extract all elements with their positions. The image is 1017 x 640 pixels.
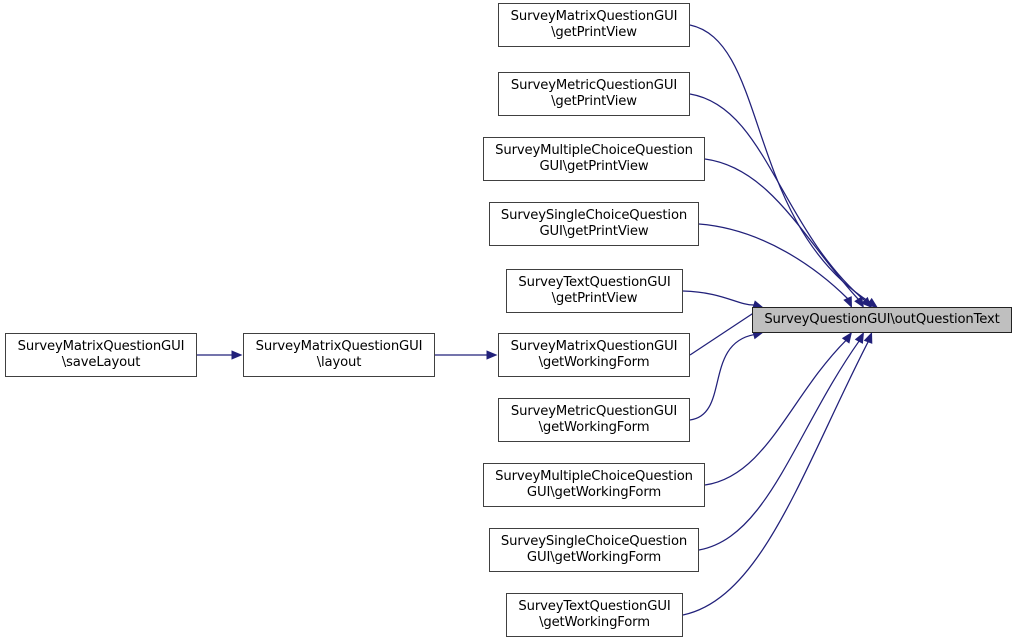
graph-node-label: SurveyMultipleChoiceQuestion GUI\getPrin… [495, 143, 693, 174]
graph-node-matrix_working[interactable]: SurveyMatrixQuestionGUI \getWorkingForm [498, 333, 690, 377]
graph-node-label: SurveyMatrixQuestionGUI \saveLayout [17, 339, 185, 370]
graph-edge-multiple_print-to-out_question_text [704, 158, 860, 301]
graph-node-label: SurveyMatrixQuestionGUI \getWorkingForm [510, 339, 678, 370]
graph-edge-matrix_working-to-out_question_text [689, 311, 756, 356]
graph-edge-single_print-to-out_question_text [698, 223, 849, 300]
graph-edge-save_layout-to-layout-arrowhead [231, 350, 243, 360]
graph-edge-multiple_working-to-out_question_text [704, 339, 847, 486]
graph-edge-text_working-to-out_question_text [682, 341, 869, 616]
graph-edge-multiple_working-to-out_question_text-arrowhead [841, 332, 852, 344]
graph-edge-metric_working-to-out_question_text [689, 333, 755, 421]
graph-edge-single_working-to-out_question_text [698, 340, 860, 551]
graph-edge-matrix_print-to-out_question_text [689, 24, 871, 303]
graph-node-single_print[interactable]: SurveySingleChoiceQuestion GUI\getPrintV… [489, 202, 699, 246]
graph-node-label: SurveyMatrixQuestionGUI \getPrintView [510, 9, 678, 40]
graph-node-multiple_working[interactable]: SurveyMultipleChoiceQuestion GUI\getWork… [483, 463, 705, 507]
graph-node-label: SurveyMultipleChoiceQuestion GUI\getWork… [495, 469, 693, 500]
graph-node-multiple_print[interactable]: SurveyMultipleChoiceQuestion GUI\getPrin… [483, 137, 705, 181]
graph-node-text_working[interactable]: SurveyTextQuestionGUI \getWorkingForm [506, 593, 683, 637]
graph-node-out_question_text[interactable]: SurveyQuestionGUI\outQuestionText [752, 307, 1012, 333]
graph-node-text_print[interactable]: SurveyTextQuestionGUI \getPrintView [506, 269, 683, 313]
graph-edge-metric_print-to-out_question_text [689, 93, 866, 302]
graph-node-label: SurveyQuestionGUI\outQuestionText [764, 312, 1000, 328]
graph-node-single_working[interactable]: SurveySingleChoiceQuestion GUI\getWorkin… [489, 528, 699, 572]
graph-node-label: SurveyMetricQuestionGUI \getPrintView [510, 78, 678, 109]
graph-edge-layout-to-matrix_working-arrowhead [486, 350, 498, 360]
graph-node-label: SurveyTextQuestionGUI \getWorkingForm [518, 599, 671, 630]
graph-edge-single_working-to-out_question_text-arrowhead [854, 332, 864, 344]
graph-node-layout[interactable]: SurveyMatrixQuestionGUI \layout [243, 333, 435, 377]
graph-node-label: SurveySingleChoiceQuestion GUI\getPrintV… [500, 208, 688, 239]
graph-node-label: SurveySingleChoiceQuestion GUI\getWorkin… [500, 534, 688, 565]
graph-node-label: SurveyMetricQuestionGUI \getWorkingForm [510, 404, 678, 435]
graph-node-save_layout[interactable]: SurveyMatrixQuestionGUI \saveLayout [5, 333, 197, 377]
graph-node-label: SurveyTextQuestionGUI \getPrintView [518, 275, 671, 306]
graph-node-metric_print[interactable]: SurveyMetricQuestionGUI \getPrintView [498, 72, 690, 116]
graph-node-matrix_print[interactable]: SurveyMatrixQuestionGUI \getPrintView [498, 3, 690, 47]
graph-edge-text_print-to-out_question_text [682, 290, 755, 306]
graph-node-label: SurveyMatrixQuestionGUI \layout [255, 339, 423, 370]
graph-node-metric_working[interactable]: SurveyMetricQuestionGUI \getWorkingForm [498, 398, 690, 442]
graph-edge-text_working-to-out_question_text-arrowhead [863, 332, 873, 344]
